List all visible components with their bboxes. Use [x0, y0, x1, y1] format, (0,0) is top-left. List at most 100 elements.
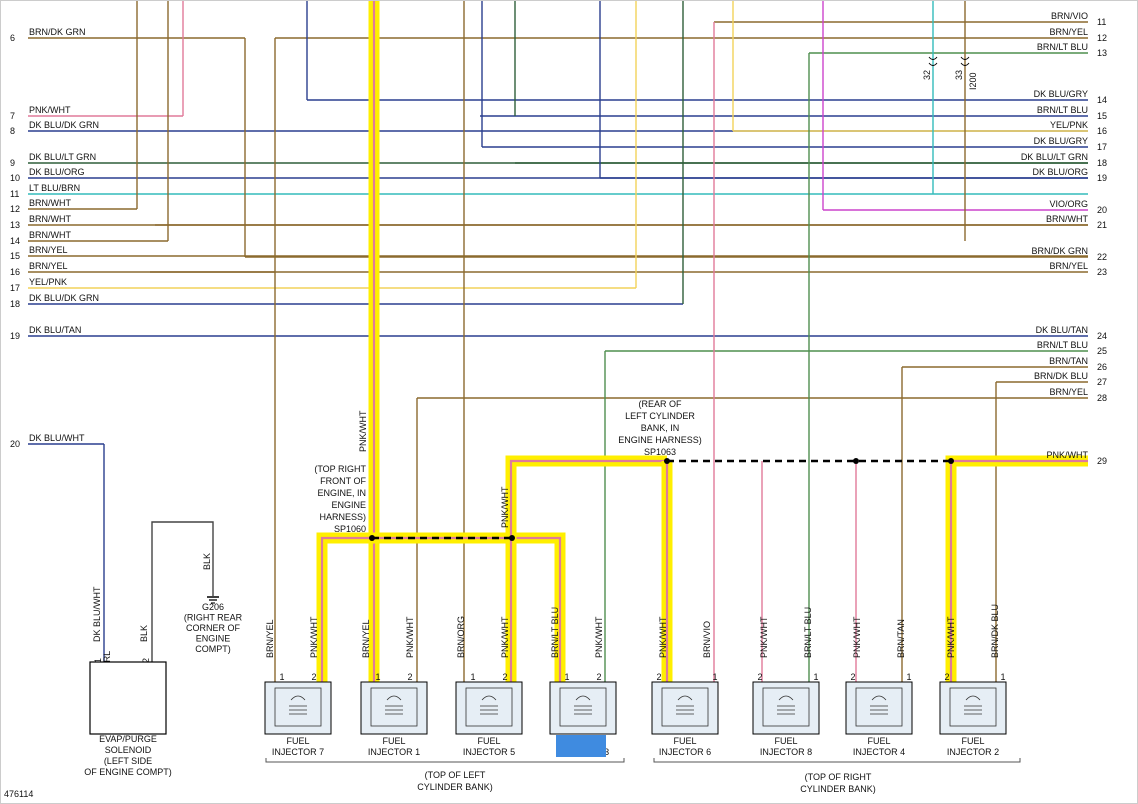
left-wire-label: DK BLU/WHT	[29, 433, 85, 443]
left-circuit-number: 14	[10, 236, 20, 246]
left-wire-label: DK BLU/TAN	[29, 325, 81, 335]
left-wire-label: DK BLU/DK GRN	[29, 293, 99, 303]
right-wire-label: BRN/YEL	[1049, 387, 1088, 397]
fuel-injector-label: FUEL	[382, 736, 405, 746]
text-selection-highlight	[556, 735, 606, 757]
injector-coil-arc	[677, 695, 693, 701]
right-wire-label: BRN/YEL	[1049, 261, 1088, 271]
wire-label-vertical: BRN/DK BLU	[990, 604, 1000, 658]
evap-solenoid-name: OF ENGINE COMPT)	[84, 767, 172, 777]
right-circuit-number: 28	[1097, 393, 1107, 403]
ground-label: COMPT)	[195, 644, 231, 654]
bank-right-brace	[653, 758, 1021, 763]
fuel-injector-label: FUEL	[867, 736, 890, 746]
fuel-injector-label: FUEL	[477, 736, 500, 746]
right-wire-label: BRN/WHT	[1046, 214, 1088, 224]
figure-id: 476114	[4, 789, 33, 799]
fuel-injector-body	[455, 681, 523, 735]
pin-number: 2	[311, 672, 316, 682]
connector-symbol	[928, 56, 938, 66]
bank-label: CYLINDER BANK)	[800, 784, 876, 794]
fuel-injector-connector	[949, 687, 997, 727]
right-wire-label: DK BLU/ORG	[1032, 167, 1088, 177]
ground-label: G206	[202, 602, 224, 612]
right-wire-label: DK BLU/LT GRN	[1021, 152, 1088, 162]
connector-pin-number: 32	[922, 70, 932, 80]
splice-node	[948, 458, 954, 464]
right-circuit-number: 25	[1097, 346, 1107, 356]
fuel-injector-body	[651, 681, 719, 735]
fuel-injector-label: INJECTOR 7	[272, 747, 324, 757]
right-circuit-number: 16	[1097, 126, 1107, 136]
connector-pin-number: 33	[954, 70, 964, 80]
splice-node	[369, 535, 375, 541]
bank-label: CYLINDER BANK)	[417, 782, 493, 792]
pin-number: 2	[502, 672, 507, 682]
fuel-injector-label: FUEL	[286, 736, 309, 746]
pin-number: 2	[596, 672, 601, 682]
pin-number: 1	[375, 672, 380, 682]
left-circuit-number: 6	[10, 33, 15, 43]
pnkwht-left-bank-wire	[320, 536, 562, 682]
right-circuit-number: 14	[1097, 95, 1107, 105]
pin-number: 2	[944, 672, 949, 682]
right-circuit-number: 23	[1097, 267, 1107, 277]
left-circuit-number: 18	[10, 299, 20, 309]
wire-label-vertical: PNK/WHT	[759, 616, 769, 658]
left-circuit-number: 11	[10, 189, 19, 199]
pin-number: 1	[712, 672, 717, 682]
right-wire-label: BRN/DK GRN	[1031, 246, 1088, 256]
pnkwht-injector2-highlight	[945, 455, 1088, 682]
wire-label-vertical: PNK/WHT	[500, 486, 510, 528]
splice-sp1063-label: SP1063	[644, 447, 676, 457]
wire-label-vertical: PNK/WHT	[405, 616, 415, 658]
pin-number: 1	[279, 672, 284, 682]
wire-label-vertical: BLK	[202, 553, 212, 570]
splice-sp1060-label: FRONT OF	[320, 476, 366, 486]
wire-evap-ground	[151, 521, 214, 662]
pin-number: 1	[93, 658, 103, 663]
pin-number: 1	[906, 672, 911, 682]
right-wire-label: BRN/LT BLU	[1037, 105, 1088, 115]
left-wire-label: PNK/WHT	[29, 105, 71, 115]
splice-sp1060-label: (TOP RIGHT	[314, 464, 366, 474]
left-circuit-number: 13	[10, 220, 20, 230]
left-wire-label: BRN/DK GRN	[29, 27, 86, 37]
pin-number: 1	[1000, 672, 1005, 682]
right-circuit-number: 13	[1097, 48, 1107, 58]
ground-label: ENGINE	[196, 634, 231, 644]
right-circuit-number: 22	[1097, 252, 1107, 262]
wire-label-vertical: PNK/WHT	[852, 616, 862, 658]
pin-number: 2	[850, 672, 855, 682]
evap-solenoid-name: SOLENOID	[105, 745, 152, 755]
right-circuit-number: 15	[1097, 111, 1107, 121]
left-circuit-number: 19	[10, 331, 20, 341]
evap-solenoid-name: EVAP/PURGE	[99, 734, 157, 744]
left-wire-label: YEL/PNK	[29, 277, 67, 287]
wire-label-vertical: DK BLU/WHT	[92, 586, 102, 642]
wire-label-vertical: BRN/TAN	[896, 619, 906, 658]
injector-coil-arc	[575, 695, 591, 701]
right-wire-label: BRN/LT BLU	[1037, 42, 1088, 52]
wire-label-vertical: PNK/WHT	[358, 410, 368, 452]
wire-label-vertical: PNK/WHT	[946, 616, 956, 658]
right-circuit-number: 11	[1097, 17, 1106, 27]
injector-coil-arc	[481, 695, 497, 701]
right-circuit-number: 12	[1097, 33, 1107, 43]
right-wire-label: PNK/WHT	[1047, 450, 1089, 460]
splice-sp1063-label: ENGINE HARNESS)	[618, 435, 702, 445]
pnkwht-branch-wire	[509, 459, 667, 682]
bank-label: (TOP OF LEFT	[425, 770, 486, 780]
fuel-injector-label: FUEL	[961, 736, 984, 746]
ground-label: (RIGHT REAR	[184, 613, 243, 623]
fuel-injector-connector	[559, 687, 607, 727]
bank-left-brace	[265, 758, 625, 763]
right-circuit-number: 20	[1097, 205, 1107, 215]
fuel-injector-connector	[855, 687, 903, 727]
wire-label-vertical: BRN/YEL	[265, 619, 275, 658]
fuel-injector-body	[939, 681, 1007, 735]
splice-sp1063-label: LEFT CYLINDER	[625, 411, 695, 421]
injector-coil-arc	[386, 695, 402, 701]
right-circuit-number: 17	[1097, 142, 1107, 152]
fuel-injector-connector	[274, 687, 322, 727]
